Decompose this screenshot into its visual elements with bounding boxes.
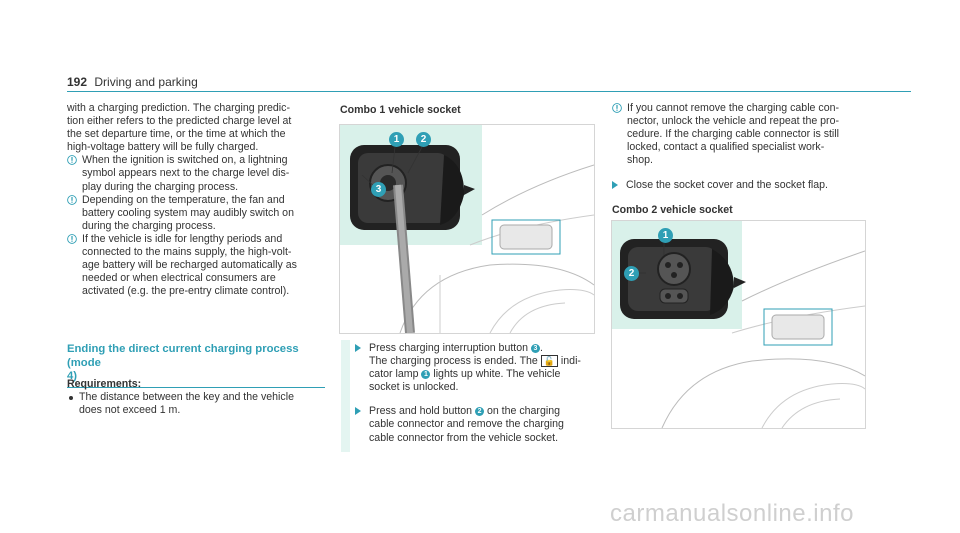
intro-line: with a charging prediction. The charging…	[67, 102, 290, 114]
step-text: lights up white. The vehicle	[430, 368, 561, 381]
requirements: Requirements: The distance between the k…	[67, 378, 325, 417]
callout-badge: 2	[475, 407, 485, 417]
note-line: battery cooling system may audibly switc…	[82, 206, 294, 219]
callout-badge: 1	[421, 370, 431, 380]
unlock-icon: 🔓	[540, 355, 558, 368]
figure1-label-1: 1	[389, 132, 404, 147]
note-line: locked, contact a qualified specialist w…	[627, 141, 825, 154]
figure1-label-3: 3	[371, 182, 386, 197]
intro-paragraph: with a charging prediction. The charging…	[67, 102, 325, 154]
section-ending-dc: Ending the direct current charging proce…	[67, 343, 325, 388]
step-text: cator lamp	[369, 368, 422, 381]
step-text: indi-	[557, 355, 581, 368]
requirement-line: does not exceed 1 m.	[79, 404, 181, 417]
note-unlock: If you cannot remove the charging cable …	[612, 102, 872, 167]
figure1-label-2: 2	[416, 132, 431, 147]
step-text: The charging process is ended. The	[369, 355, 541, 368]
note-line: When the ignition is switched on, a ligh…	[82, 154, 288, 167]
step-text: Press and hold button	[369, 405, 476, 418]
note-line: nector, unlock the vehicle and repeat th…	[627, 115, 840, 128]
step-text: cable connector and remove the charging	[369, 418, 564, 431]
note-line: connected to the mains supply, the high-…	[82, 246, 292, 259]
step-text: on the charging	[484, 405, 560, 418]
step-text: cable connector from the vehicle socket.	[369, 431, 559, 444]
header-section: Driving and parking	[94, 75, 198, 89]
note-line: age battery will be recharged automatica…	[82, 259, 297, 272]
info-icon	[67, 155, 77, 166]
info-icon	[67, 234, 77, 244]
callout-badge: 3	[530, 344, 540, 353]
section-rule	[67, 386, 325, 388]
intro-line: the set departure time, or the time at w…	[67, 128, 286, 141]
header-rule	[67, 91, 911, 92]
step-press-interruption: Press charging interruption button 3. Th…	[355, 342, 595, 394]
figure-combo1: 1 2 3	[339, 124, 595, 334]
figure2-title: Combo 2 vehicle socket	[612, 203, 733, 216]
combo2-socket-illustration	[612, 221, 865, 428]
note-line: shop.	[627, 154, 653, 167]
note-line: If the vehicle is idle for lengthy perio…	[82, 232, 283, 245]
step-text: .	[539, 342, 543, 354]
note-line: If you cannot remove the charging cable …	[627, 102, 839, 114]
note-line: activated (e.g. the pre-entry climate co…	[82, 285, 290, 298]
watermark: carmanualsonline.info	[610, 500, 854, 527]
figure2-label-2: 2	[624, 266, 639, 281]
step-text: Press charging interruption button	[369, 342, 531, 354]
column-3: If you cannot remove the charging cable …	[612, 102, 872, 217]
note-line: cedure. If the charging cable connector …	[627, 128, 839, 141]
intro-line: tion either refers to the predicted char…	[67, 115, 292, 128]
note-line: during the charging process.	[82, 219, 216, 232]
combo1-socket-illustration	[340, 125, 594, 333]
page-number: 192	[67, 75, 88, 89]
section-title-line: Ending the direct current charging proce…	[67, 343, 299, 369]
step-side-bar	[341, 340, 350, 452]
note-line: play during the charging process.	[82, 180, 239, 193]
figure2-label-1: 1	[658, 228, 673, 243]
step-arrow-icon	[355, 344, 361, 352]
info-icon	[612, 103, 622, 113]
intro-line: high-voltage battery will be fully charg…	[67, 141, 259, 154]
unlock-symbol: 🔓	[543, 356, 555, 367]
note-line: needed or when electrical consumers are	[82, 272, 276, 285]
section-title: Ending the direct current charging proce…	[67, 343, 325, 384]
bullet-icon	[69, 396, 73, 401]
note-line: Depending on the temperature, the fan an…	[82, 193, 285, 206]
step-text: Close the socket cover and the socket fl…	[626, 179, 828, 192]
note-lightning: When the ignition is switched on, a ligh…	[67, 154, 325, 193]
note-idle: If the vehicle is idle for lengthy perio…	[67, 233, 325, 298]
step-text: socket is unlocked.	[369, 381, 459, 394]
note-fan: Depending on the temperature, the fan an…	[67, 194, 325, 233]
step-arrow-icon	[612, 181, 618, 190]
section-title-line: 4)	[67, 370, 78, 382]
figure-combo2: 1 2	[611, 220, 866, 429]
note-line: symbol appears next to the charge level …	[82, 167, 290, 180]
info-icon	[67, 194, 77, 205]
requirement-item: The distance between the key and the veh…	[67, 391, 325, 417]
step-press-hold: Press and hold button 2 on the charging …	[355, 405, 595, 444]
figure1-title: Combo 1 vehicle socket	[340, 104, 461, 116]
page-header: 192 Driving and parking	[67, 75, 198, 89]
column-1: with a charging prediction. The charging…	[67, 102, 325, 298]
requirement-line: The distance between the key and the veh…	[79, 391, 294, 404]
col2-steps: Press charging interruption button 3. Th…	[355, 342, 595, 445]
requirements-label: Requirements:	[67, 378, 142, 390]
step-arrow-icon	[355, 407, 361, 416]
step-close-cover: Close the socket cover and the socket fl…	[612, 179, 872, 192]
